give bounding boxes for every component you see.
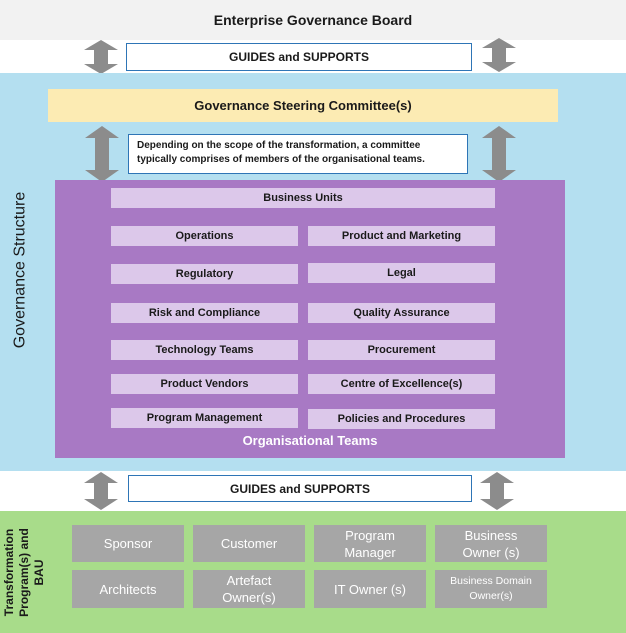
transformation-label-container: Transformation Program(s) and BAU (2, 515, 46, 629)
role-line: Sponsor (103, 536, 153, 551)
board-title: Enterprise Governance Board (213, 12, 413, 28)
team-quality-assurance: Quality Assurance (308, 303, 495, 323)
team-program-management: Program Management (111, 408, 298, 428)
role-line: Owner(s) (222, 590, 276, 605)
role-line: Program (345, 527, 395, 543)
guides-supports-bottom: GUIDES and SUPPORTS (128, 475, 472, 502)
role-line: Business (464, 527, 518, 543)
board-band (0, 0, 626, 40)
role-line: Manager (344, 544, 396, 560)
governance-label-container: Governance Structure (4, 150, 36, 390)
organisational-teams-title: Organisational Teams (242, 432, 378, 448)
team-product-marketing: Product and Marketing (308, 226, 495, 246)
role-line: Artefact (226, 573, 272, 588)
double-arrow-icon (482, 126, 516, 182)
governance-structure-label: Governance Structure (11, 191, 28, 349)
role-business-owner: Business Owner (s) (435, 525, 547, 562)
role-sponsor: Sponsor (72, 525, 184, 562)
role-line: IT Owner (s) (334, 581, 406, 597)
double-arrow-icon (480, 472, 514, 510)
role-artefact-owner: Artefact Owner(s) (193, 570, 305, 608)
team-regulatory: Regulatory (111, 264, 298, 284)
role-line: Customer (220, 536, 278, 551)
steering-committee: Governance Steering Committee(s) (48, 89, 558, 122)
team-technology: Technology Teams (111, 340, 298, 360)
team-product-vendors: Product Vendors (111, 374, 298, 394)
transformation-label-line3: BAU (31, 559, 46, 585)
double-arrow-icon (482, 38, 516, 72)
role-line: Architects (99, 581, 157, 597)
double-arrow-icon (85, 126, 119, 182)
team-legal: Legal (308, 263, 495, 283)
transformation-label-line2: Program(s) and (16, 527, 31, 617)
role-business-domain-owner: Business Domain Owner(s) (435, 570, 547, 608)
team-centre-of-excellence: Centre of Excellence(s) (308, 374, 495, 394)
transformation-label: Transformation Program(s) and BAU (2, 528, 47, 617)
business-units-box: Business Units (111, 188, 495, 208)
transformation-label-line1: Transformation (1, 528, 16, 616)
team-procurement: Procurement (308, 340, 495, 360)
role-customer: Customer (193, 525, 305, 562)
role-line: Owner (s) (462, 544, 520, 560)
guides-supports-top: GUIDES and SUPPORTS (126, 43, 472, 71)
double-arrow-icon (84, 40, 118, 74)
team-operations: Operations (111, 226, 298, 246)
role-architects: Architects (72, 570, 184, 608)
committee-note-line1: Depending on the scope of the transforma… (137, 140, 421, 151)
team-policies-procedures: Policies and Procedures (308, 409, 495, 429)
double-arrow-icon (84, 472, 118, 510)
committee-note-line2: typically comprises of members of the or… (137, 154, 425, 165)
role-line: Owner(s) (469, 590, 513, 602)
role-it-owner: IT Owner (s) (314, 570, 426, 608)
role-program-manager: Program Manager (314, 525, 426, 562)
role-line: Business Domain (450, 575, 532, 587)
committee-note: Depending on the scope of the transforma… (128, 134, 468, 174)
team-risk-compliance: Risk and Compliance (111, 303, 298, 323)
